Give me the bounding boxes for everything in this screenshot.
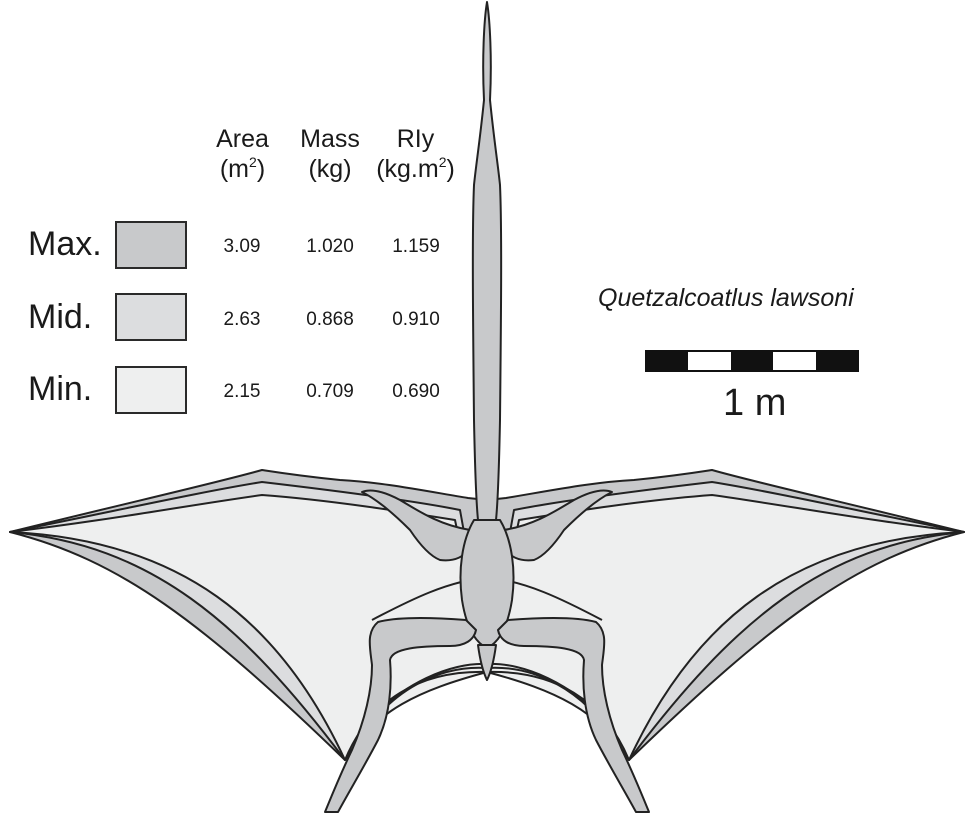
column-header-riy: RIy (kg.m2) xyxy=(363,124,468,184)
value-riy-mid: 0.910 xyxy=(392,309,440,330)
tail xyxy=(477,644,497,681)
species-name: Quetzalcoatlus lawsoni xyxy=(598,284,854,312)
value-mass-max: 1.020 xyxy=(306,236,354,257)
value-mass-mid: 0.868 xyxy=(306,309,354,330)
swatch-mid xyxy=(115,293,187,341)
column-header-area: Area (m2) xyxy=(205,124,280,184)
scale-bar-label: 1 m xyxy=(723,382,787,424)
row-label-mid: Mid. xyxy=(28,298,93,336)
arm-left xyxy=(361,489,471,562)
column-header-mass: Mass (kg) xyxy=(290,124,370,184)
leg-right xyxy=(497,617,650,813)
column-name-area: Area xyxy=(216,125,269,153)
value-area-mid: 2.63 xyxy=(223,309,261,330)
neck-head xyxy=(471,1,503,521)
column-unit-area: (m2) xyxy=(219,154,266,183)
value-area-max: 3.09 xyxy=(223,236,261,257)
value-riy-max: 1.159 xyxy=(392,236,440,257)
column-name-mass: Mass xyxy=(300,125,360,153)
leg-left xyxy=(324,617,477,813)
column-unit-mass: (kg) xyxy=(308,155,352,183)
arm-right xyxy=(503,489,613,562)
column-name-riy: RIy xyxy=(396,125,435,153)
value-riy-min: 0.690 xyxy=(392,381,440,402)
swatch-max xyxy=(115,221,187,269)
column-unit-riy: (kg.m2) xyxy=(376,154,455,183)
row-label-min: Min. xyxy=(28,370,93,408)
swatch-min xyxy=(115,366,187,414)
value-mass-min: 0.709 xyxy=(306,381,354,402)
row-label-max: Max. xyxy=(28,225,102,263)
value-area-min: 2.15 xyxy=(223,381,261,402)
